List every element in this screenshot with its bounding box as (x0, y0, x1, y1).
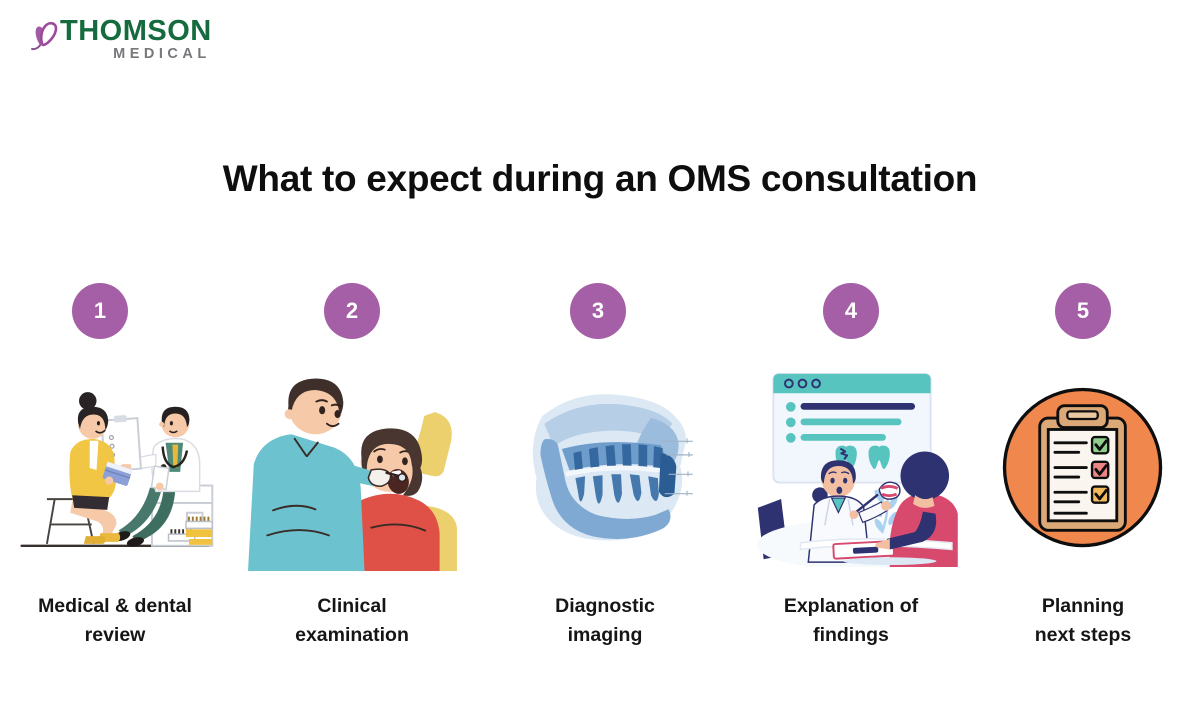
step-column-2: 2 (237, 283, 467, 651)
step-5-badge: 5 (1055, 283, 1111, 339)
step-1-badge: 1 (72, 283, 128, 339)
step-4-number: 4 (844, 298, 858, 323)
step-column-1: 1 (0, 283, 230, 651)
step-3-number: 3 (591, 298, 605, 323)
brand-name-line1: THOMSON (60, 15, 212, 47)
step-1-label-line2: review (84, 624, 146, 647)
step-5-label-line2: next steps (1034, 624, 1132, 647)
brand-logo-text: THOMSON MEDICAL (60, 16, 212, 63)
doctor-patient-consultation-illustration (0, 355, 230, 580)
jaw-xray-illustration (490, 355, 720, 580)
step-column-5: 5 (968, 283, 1198, 651)
step-2-number: 2 (345, 298, 359, 323)
step-1-label: Medical & dental review (38, 592, 192, 651)
step-2-label-line1: Clinical (317, 595, 387, 617)
step-2-label: Clinical examination (295, 592, 409, 651)
step-2-label-line2: examination (295, 624, 409, 647)
step-5-number: 5 (1076, 298, 1090, 323)
butterfly-icon (31, 21, 58, 51)
dentist-oral-examination-illustration (237, 355, 467, 580)
step-1-number: 1 (93, 298, 107, 323)
step-4-label-line1: Explanation of (783, 595, 919, 617)
checklist-clipboard-illustration (968, 355, 1198, 580)
step-1-label-line1: Medical & dental (38, 595, 192, 617)
page-title: What to expect during an OMS consultatio… (222, 158, 978, 199)
step-3-badge: 3 (570, 283, 626, 339)
brand-name-line2: MEDICAL (113, 46, 211, 63)
step-2-badge: 2 (324, 283, 380, 339)
step-3-label: Diagnostic imaging (555, 592, 655, 651)
step-4-label-line2: findings (813, 624, 889, 647)
brand-logo: THOMSON MEDICAL (24, 16, 212, 63)
step-3-label-line2: imaging (567, 624, 643, 647)
step-4-label: Explanation of findings (784, 592, 918, 651)
step-column-4: 4 (736, 283, 966, 651)
step-column-3: 3 Diagnostic imaging (490, 283, 720, 651)
step-5-label-line1: Planning (1041, 595, 1125, 617)
dentist-explaining-chart-illustration (736, 355, 966, 580)
step-5-label: Planning next steps (1035, 592, 1131, 651)
step-3-label-line1: Diagnostic (555, 595, 655, 617)
step-4-badge: 4 (823, 283, 879, 339)
